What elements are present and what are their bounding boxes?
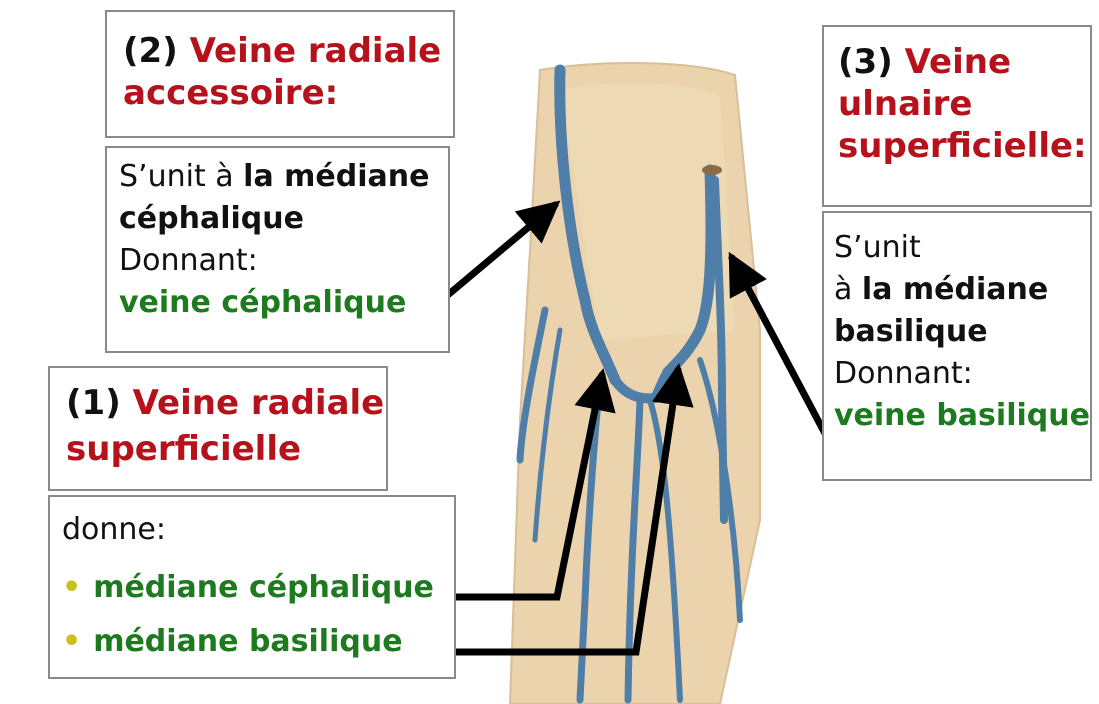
box1-item-1: •médiane basilique (62, 621, 454, 663)
box1-item-0-label: médiane céphalique (93, 570, 434, 605)
box3-donnant: Donnant: (834, 353, 1090, 395)
box1-item-0: •médiane céphalique (62, 567, 454, 609)
box1-donne: donne: (62, 509, 454, 551)
box2-description: S’unit à la médiane céphalique Donnant: … (105, 146, 450, 353)
box3-desc-pre: S’unit (834, 227, 1090, 269)
box3-desc-bold: la médiane (862, 272, 1048, 307)
box2-title-line2: accessoire: (123, 72, 453, 114)
box3-title-line2: ulnaire (838, 83, 1090, 125)
box3-description: S’unit à la médiane basilique Donnant: v… (822, 211, 1092, 481)
box3-title-line3: superficielle: (838, 125, 1090, 167)
box2-number: (2) (123, 31, 178, 71)
box2-title: (2) Veine radiale accessoire: (105, 10, 455, 138)
box1-title: (1) Veine radiale superficielle (48, 366, 388, 491)
box3-desc-bold2: basilique (834, 311, 1090, 353)
box3-desc-a: à (834, 272, 862, 307)
box1-list: donne: •médiane céphalique •médiane basi… (48, 495, 456, 679)
box1-title-line2: superficielle (66, 428, 386, 470)
box3-title-line1: Veine (905, 42, 1011, 82)
box2-result: veine céphalique (119, 282, 448, 324)
box2-desc-bold: la médiane (243, 159, 429, 194)
box3-number: (3) (838, 42, 893, 82)
box2-desc-bold2: céphalique (119, 198, 448, 240)
box2-title-line1: Veine radiale (190, 31, 442, 71)
box1-title-line1: Veine radiale (133, 383, 385, 423)
box3-result: veine basilique (834, 395, 1090, 437)
box2-desc-pre: S’unit à (119, 159, 243, 194)
box1-item-1-label: médiane basilique (93, 624, 402, 659)
box2-donnant: Donnant: (119, 240, 448, 282)
box3-title: (3) Veine ulnaire superficielle: (822, 25, 1092, 207)
box1-number: (1) (66, 383, 121, 423)
